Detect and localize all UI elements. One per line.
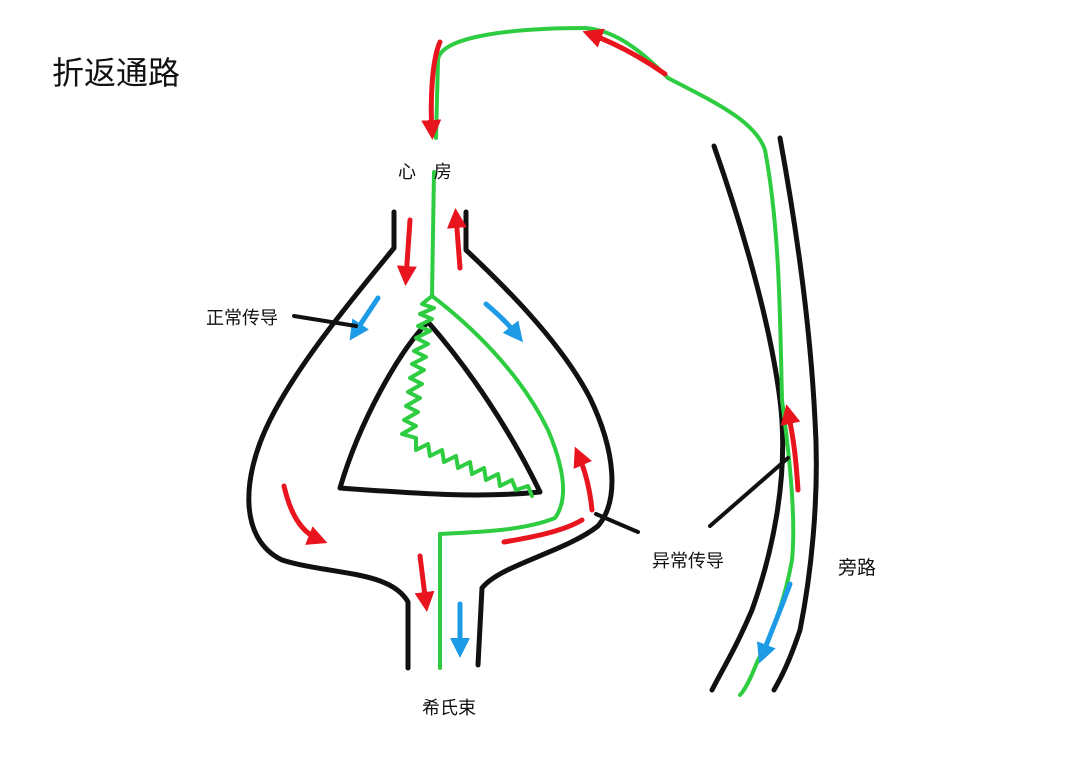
left-bottom-arrow <box>284 486 320 540</box>
atrium-stem <box>432 172 434 296</box>
right-limb-blue-arrow <box>486 304 518 336</box>
left-limb-blue-arrow <box>354 298 378 334</box>
loop-to-atrium <box>436 28 793 695</box>
bypass-tract-label: 旁路 <box>838 553 876 580</box>
diagram-title: 折返通路 <box>52 48 180 94</box>
atrium-label: 心 房 <box>398 158 458 184</box>
normal-conduction-leader <box>294 316 356 326</box>
abnormal-conduction-label: 异常传导 <box>652 547 724 573</box>
bypass-wall-left <box>712 146 783 690</box>
outer-wall-right <box>466 212 612 665</box>
top-arrow-left <box>590 34 665 74</box>
right-up-arrow <box>578 454 592 510</box>
bypass-walls <box>712 138 816 690</box>
outer-wall-left <box>249 212 408 668</box>
atrium-down-arrow <box>406 220 410 278</box>
his-bundle-label: 希氏束 <box>422 694 476 720</box>
bypass-down-arrow <box>762 584 790 656</box>
his-down-arrow-red <box>420 556 426 604</box>
inner-triangle <box>340 322 540 495</box>
atrium-up-arrow <box>456 216 460 268</box>
normal-conduction-label: 正常传导 <box>206 304 278 330</box>
leader-lines <box>294 316 788 532</box>
